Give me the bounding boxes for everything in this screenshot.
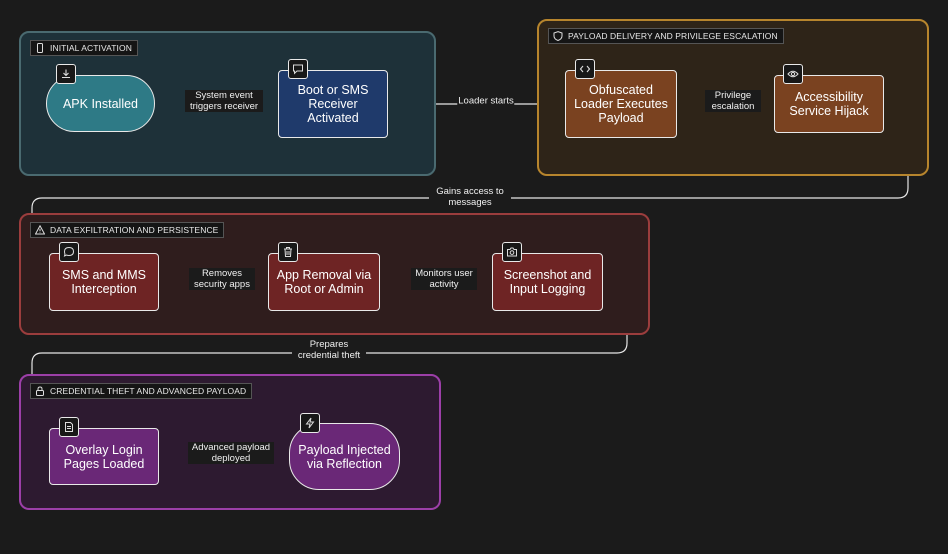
group-title: DATA EXFILTRATION AND PERSISTENCE bbox=[30, 222, 225, 238]
message-icon bbox=[288, 59, 308, 79]
node-accessibility-hijack[interactable]: Accessibility Service Hijack bbox=[774, 75, 884, 133]
node-receiver-activated[interactable]: Boot or SMS Receiver Activated bbox=[278, 70, 388, 138]
lightning-icon bbox=[300, 413, 320, 433]
node-sms-interception[interactable]: SMS and MMS Interception bbox=[49, 253, 159, 311]
node-screenshot-logging[interactable]: Screenshot and Input Logging bbox=[492, 253, 603, 311]
edge-label-system-event: System event triggers receiver bbox=[185, 90, 263, 112]
edge-label-privilege-escalation: Privilege escalation bbox=[705, 90, 761, 112]
eye-icon bbox=[783, 64, 803, 84]
node-app-removal[interactable]: App Removal via Root or Admin bbox=[268, 253, 380, 311]
document-icon bbox=[59, 417, 79, 437]
lock-icon bbox=[36, 386, 44, 396]
shield-icon bbox=[553, 31, 563, 41]
chat-icon bbox=[59, 242, 79, 262]
edge-label-prepares-theft: Prepares credential theft bbox=[292, 339, 366, 361]
download-icon bbox=[56, 64, 76, 84]
trash-icon bbox=[278, 242, 298, 262]
node-apk-installed[interactable]: APK Installed bbox=[46, 75, 155, 132]
edge-label-removes-security: Removes security apps bbox=[189, 268, 255, 290]
group-title: CREDENTIAL THEFT AND ADVANCED PAYLOAD bbox=[30, 383, 253, 399]
camera-icon bbox=[502, 242, 522, 262]
code-icon bbox=[575, 59, 595, 79]
edge-label-loader-starts: Loader starts bbox=[457, 95, 515, 107]
group-title: PAYLOAD DELIVERY AND PRIVILEGE ESCALATIO… bbox=[548, 28, 784, 44]
edge-label-gains-access: Gains access to messages bbox=[429, 186, 511, 208]
phone-icon bbox=[37, 43, 43, 53]
edge-label-advanced-payload: Advanced payload deployed bbox=[188, 442, 274, 464]
node-overlay-login[interactable]: Overlay Login Pages Loaded bbox=[49, 428, 159, 485]
warning-icon bbox=[35, 225, 45, 235]
edge-label-monitors-activity: Monitors user activity bbox=[411, 268, 477, 290]
node-payload-reflection[interactable]: Payload Injected via Reflection bbox=[289, 423, 400, 490]
group-title: INITIAL ACTIVATION bbox=[30, 40, 138, 56]
node-obfuscated-loader[interactable]: Obfuscated Loader Executes Payload bbox=[565, 70, 677, 138]
